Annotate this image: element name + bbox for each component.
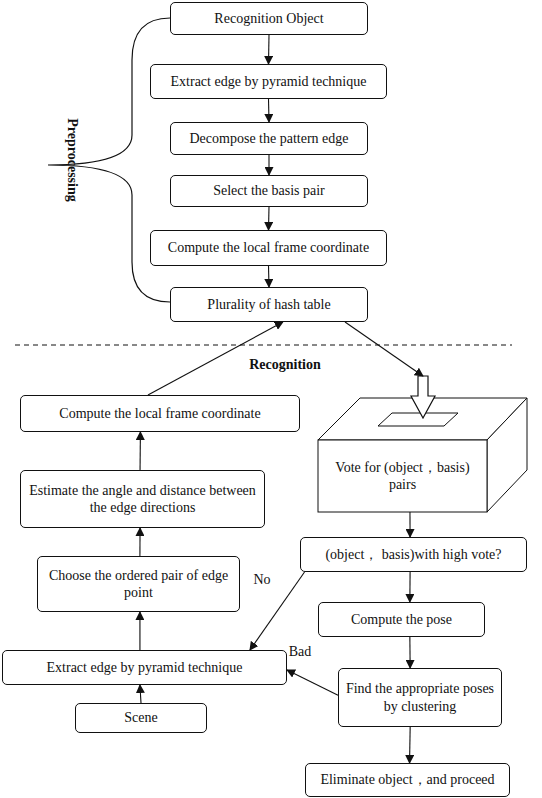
box-text: Scene [124,709,157,727]
box-text: Compute the local frame coordinate [59,405,260,423]
section-label: Preprocessing [64,118,80,201]
process-box: Scene [75,703,207,733]
section-divider [15,345,512,346]
flow-arrow [287,670,338,695]
flow-arrow [409,572,410,602]
box-text: Decompose the pattern edge [190,130,349,148]
process-box: Compute the local frame coordinate [150,230,387,266]
edge-label: No [253,572,270,588]
flow-arrow [250,572,305,650]
box-text: Extract edge by pyramid technique [47,659,243,677]
box-text: Recognition Object [214,10,323,28]
process-box: Select the basis pair [170,175,368,207]
process-box: Choose the ordered pair of edge point [37,556,240,612]
process-box: Compute the pose [318,602,485,637]
box-text: Find the appropriate poses by clustering [345,680,495,715]
edge-label: Bad [289,644,312,660]
box-text: Vote for (object，basis) pairs [322,459,483,494]
ballot-box: Vote for (object，basis) pairs [318,376,527,512]
flow-arrow [268,155,269,175]
hollow-arrow [411,376,435,418]
flow-arrow [345,322,423,376]
section-label: Recognition [249,357,321,373]
box-text: Extract edge by pyramid technique [171,73,367,91]
box-text: Compute the local frame coordinate [168,239,369,257]
process-box: Recognition Object [170,2,368,35]
ballot-face: Vote for (object，basis) pairs [322,440,483,512]
box-text: Estimate the angle and distance between … [27,482,258,517]
process-box: Compute the local frame coordinate [20,395,300,432]
process-box: Eliminate object，and proceed [305,763,510,797]
flow-arrow [140,685,141,703]
flow-arrow [140,432,141,470]
process-box: Extract edge by pyramid technique [2,650,287,685]
flow-arrow [139,528,140,556]
box-text: Choose the ordered pair of edge point [44,567,233,602]
process-box: Find the appropriate poses by clustering [338,668,502,727]
box-front [318,440,487,512]
box-text: Eliminate object，and proceed [320,771,494,789]
flow-arrow [409,727,411,763]
box-text: (object， basis)with high vote? [325,546,501,564]
ballot-slot [378,413,458,426]
flow-arrow [268,266,270,287]
flow-arrow [409,512,410,537]
box-text: Compute the pose [351,611,452,629]
process-box: Plurality of hash table [170,287,368,322]
process-box: Estimate the angle and distance between … [20,470,265,528]
process-box: Decompose the pattern edge [170,122,368,155]
flow-arrow [409,637,410,668]
box-side [487,398,527,512]
flow-arrow [268,35,270,64]
decision-box: (object， basis)with high vote? [300,537,527,572]
box-text: Plurality of hash table [207,296,330,314]
flow-arrow [268,207,270,230]
ballot-box-outline [318,376,527,512]
flow-arrow [139,612,140,650]
flow-arrow [268,99,270,122]
process-box: Extract edge by pyramid technique [150,64,387,99]
box-text: Select the basis pair [213,182,325,200]
